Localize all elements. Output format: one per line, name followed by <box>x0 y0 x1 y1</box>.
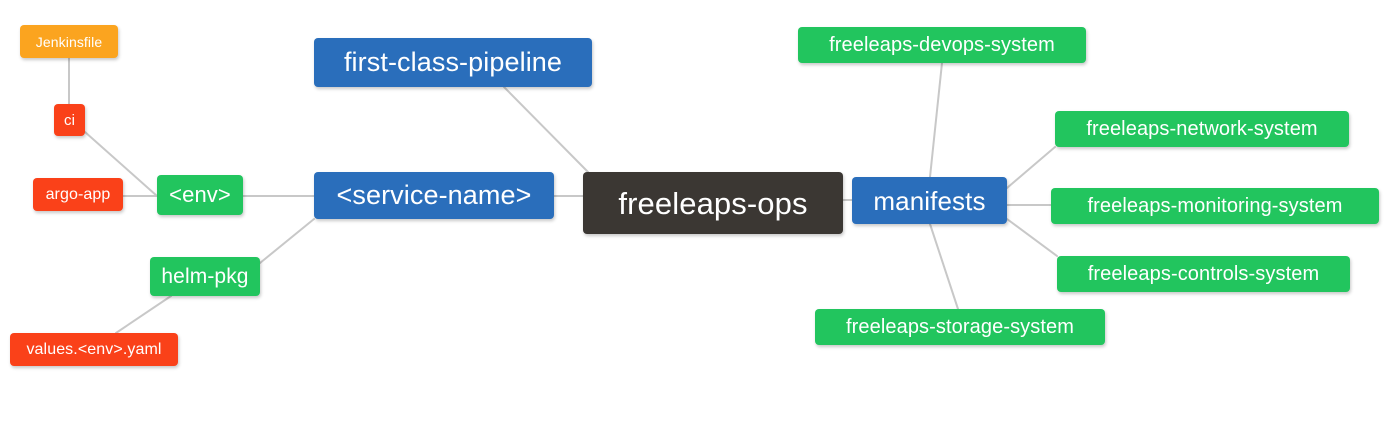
node-ci[interactable]: ci <box>54 104 85 136</box>
node-first-class-pipeline[interactable]: first-class-pipeline <box>314 38 592 87</box>
edge-manifests-to-freeleaps-storage-system <box>929 223 959 310</box>
edge-first-class-pipeline-to-freeleaps-ops <box>503 86 589 173</box>
edge-manifests-to-freeleaps-devops-system <box>929 62 943 178</box>
node-freeleaps-network-system[interactable]: freeleaps-network-system <box>1055 111 1349 147</box>
node-manifests[interactable]: manifests <box>852 177 1007 224</box>
node-env[interactable]: <env> <box>157 175 243 215</box>
node-service-name[interactable]: <service-name> <box>314 172 554 219</box>
node-jenkinsfile[interactable]: Jenkinsfile <box>20 25 118 58</box>
edge-values-yaml-to-helm-pkg <box>115 295 172 334</box>
node-freeleaps-monitoring-system[interactable]: freeleaps-monitoring-system <box>1051 188 1379 224</box>
node-values-yaml[interactable]: values.<env>.yaml <box>10 333 178 366</box>
edge-manifests-to-freeleaps-network-system <box>1006 146 1056 189</box>
node-freeleaps-devops-system[interactable]: freeleaps-devops-system <box>798 27 1086 63</box>
node-freeleaps-storage-system[interactable]: freeleaps-storage-system <box>815 309 1105 345</box>
edge-manifests-to-freeleaps-controls-system <box>1006 218 1058 257</box>
node-argo-app[interactable]: argo-app <box>33 178 123 211</box>
node-freeleaps-controls-system[interactable]: freeleaps-controls-system <box>1057 256 1350 292</box>
edge-helm-pkg-to-service-name <box>259 218 315 264</box>
node-freeleaps-ops[interactable]: freeleaps-ops <box>583 172 843 234</box>
node-helm-pkg[interactable]: helm-pkg <box>150 257 260 296</box>
